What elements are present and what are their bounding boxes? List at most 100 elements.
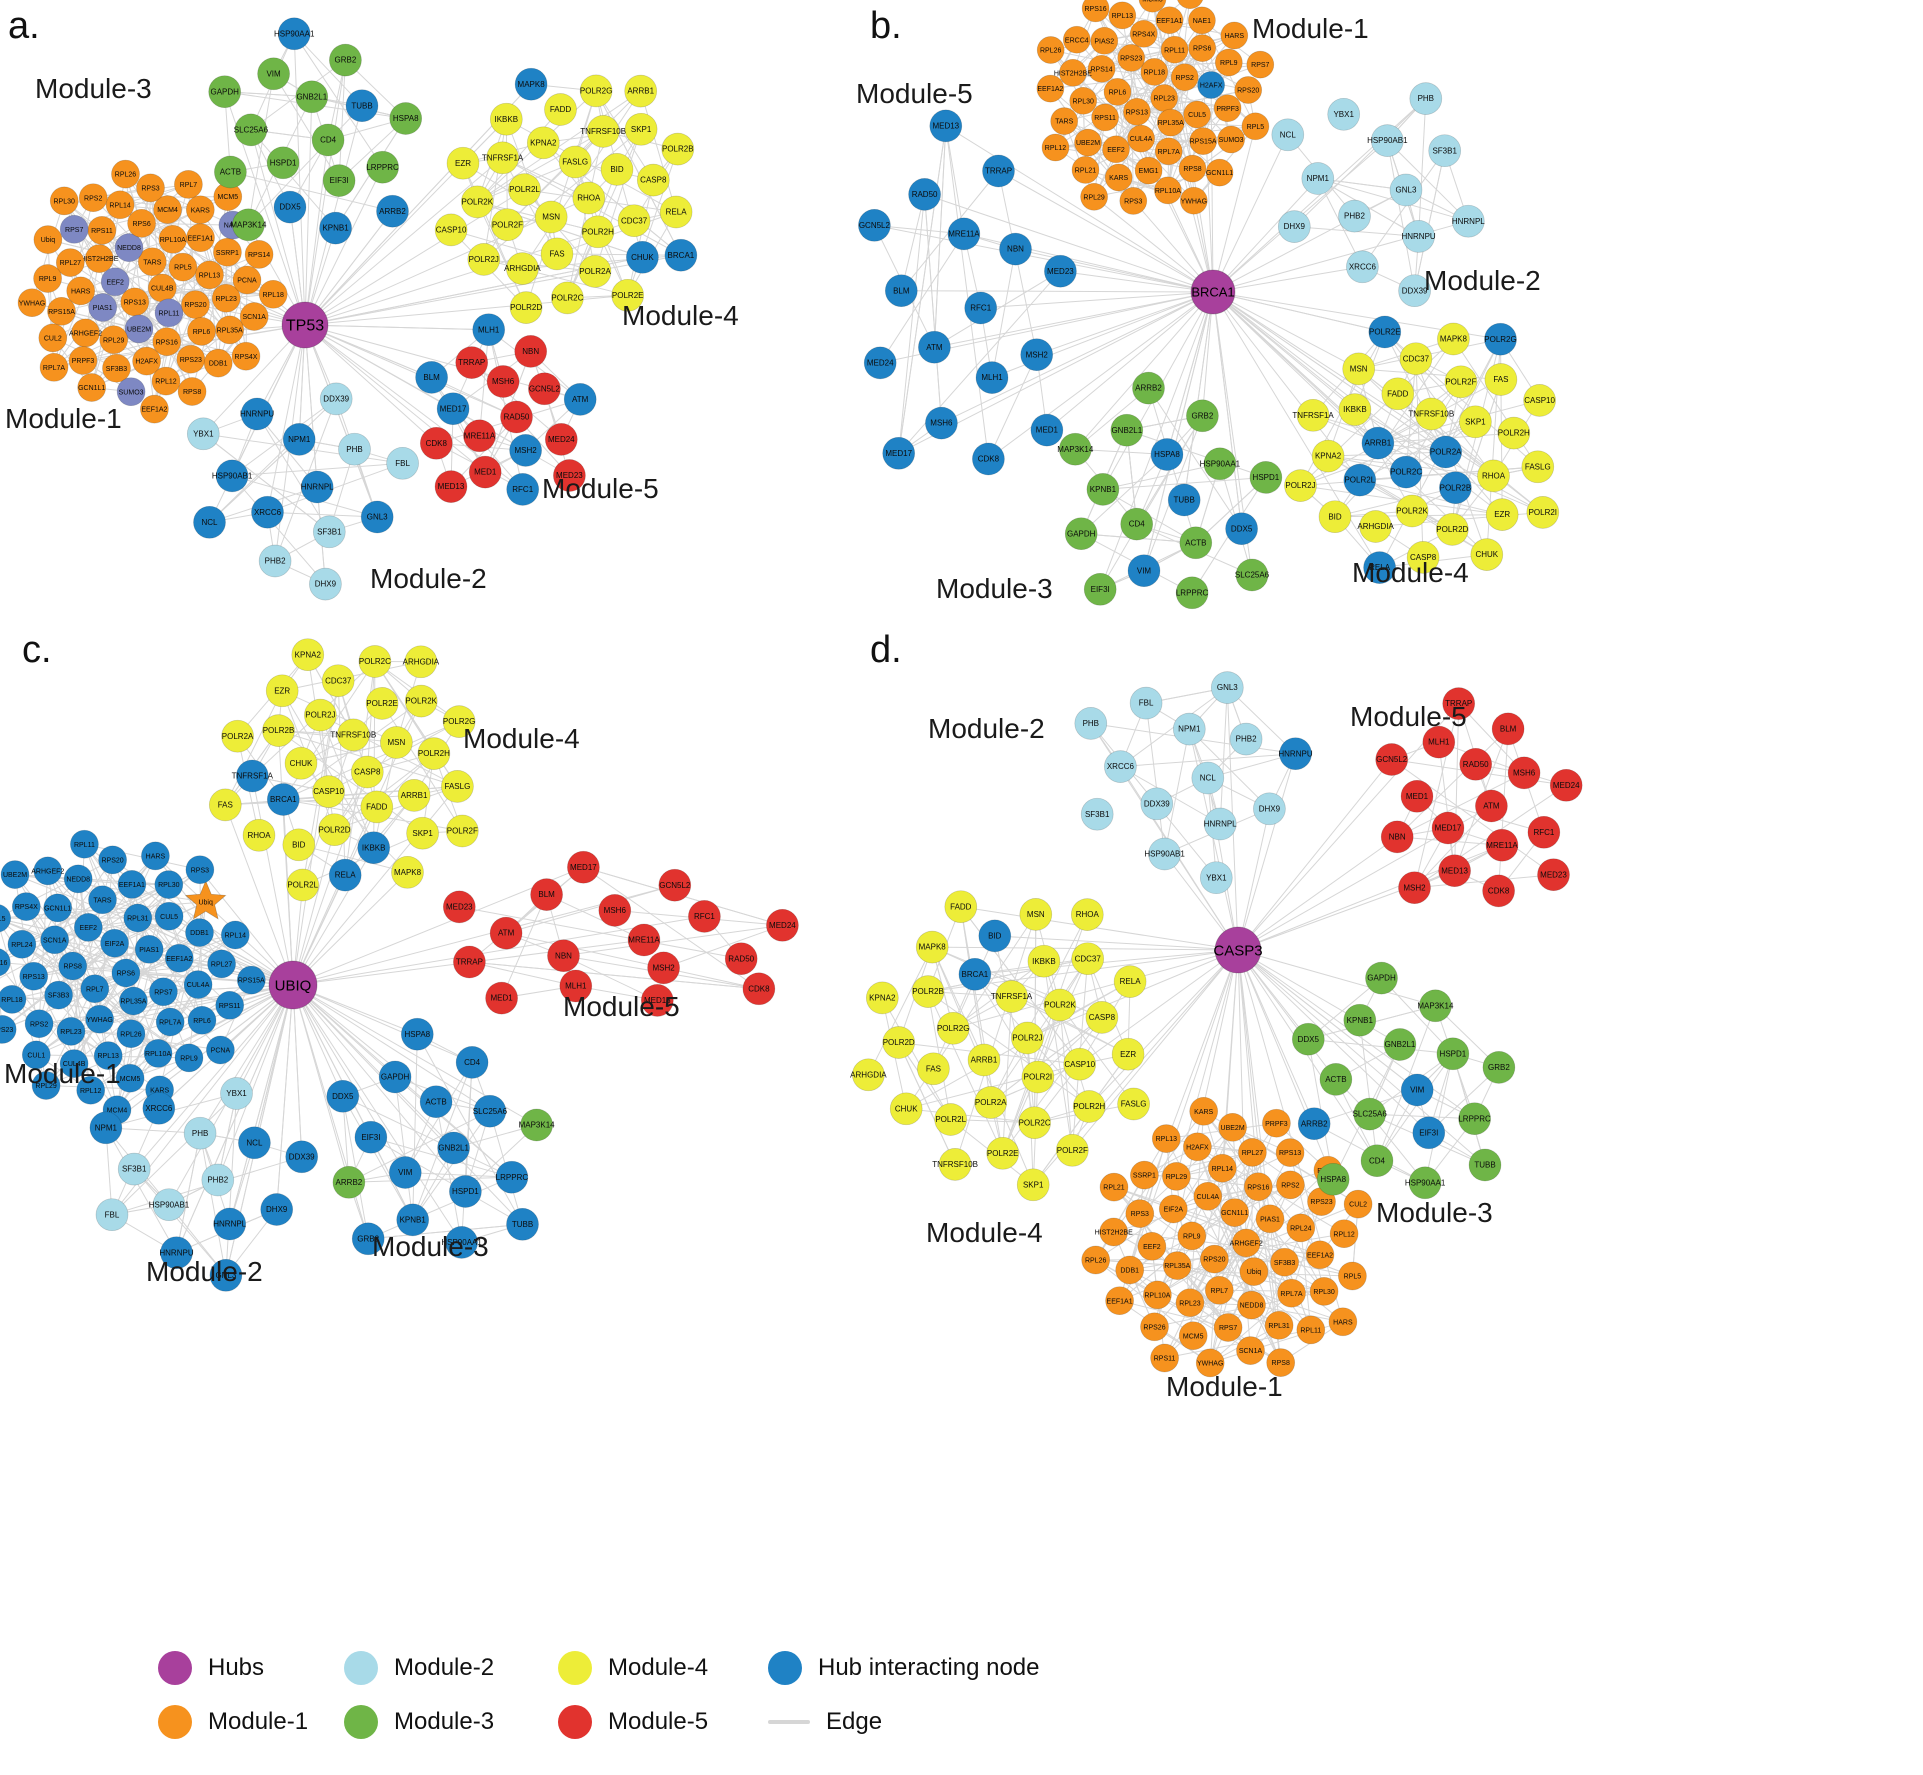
node-RPS7[interactable] bbox=[149, 977, 178, 1007]
node-SSRP1[interactable] bbox=[1130, 1160, 1159, 1190]
node-POLR2C[interactable] bbox=[1389, 455, 1423, 489]
node-RPS3[interactable] bbox=[1125, 1199, 1155, 1228]
node-FADD[interactable] bbox=[360, 790, 394, 824]
node-XRCC6[interactable] bbox=[251, 495, 284, 529]
node-CD4[interactable] bbox=[311, 123, 345, 157]
node-YBX1[interactable] bbox=[1327, 97, 1361, 131]
node-RPS6[interactable] bbox=[127, 208, 156, 238]
node-SUMO3[interactable] bbox=[1217, 125, 1245, 154]
node-CASP8[interactable] bbox=[1406, 541, 1440, 574]
node-EEF2[interactable] bbox=[73, 913, 103, 942]
node-NBN[interactable] bbox=[1380, 820, 1414, 854]
node-POLR2E[interactable] bbox=[986, 1136, 1020, 1170]
node-TUBB[interactable] bbox=[345, 89, 379, 123]
node-CD4[interactable] bbox=[1360, 1144, 1394, 1178]
hub-node-tp53[interactable] bbox=[281, 301, 329, 349]
node-POLR2L[interactable] bbox=[286, 868, 320, 902]
node-RAD50[interactable] bbox=[724, 942, 758, 976]
node-NBN[interactable] bbox=[514, 335, 548, 368]
node-star-Ubiq[interactable] bbox=[184, 879, 227, 920]
node-FBL[interactable] bbox=[386, 446, 419, 480]
node-MRE11A[interactable] bbox=[463, 419, 496, 453]
node-POLR2A[interactable] bbox=[974, 1086, 1008, 1119]
node-RPS16[interactable] bbox=[152, 327, 182, 357]
node-RPS20[interactable] bbox=[98, 845, 127, 875]
node-TRRAP[interactable] bbox=[982, 154, 1015, 188]
node-DDX5[interactable] bbox=[1291, 1022, 1325, 1056]
node-MSH2[interactable] bbox=[647, 951, 680, 985]
node-ARHGDIA[interactable] bbox=[852, 1058, 885, 1092]
node-RFC1[interactable] bbox=[1527, 815, 1561, 849]
node-UBE2M[interactable] bbox=[0, 860, 30, 889]
node-CDK8[interactable] bbox=[742, 972, 776, 1006]
node-MSN[interactable] bbox=[1342, 352, 1376, 386]
node-KARS[interactable] bbox=[1104, 163, 1133, 192]
node-ACTB[interactable] bbox=[419, 1085, 453, 1119]
node-GNL3[interactable] bbox=[1389, 173, 1423, 207]
node-EEF2[interactable] bbox=[1137, 1231, 1167, 1261]
node-RPL21[interactable] bbox=[1071, 156, 1100, 184]
node-RPL21[interactable] bbox=[1099, 1172, 1129, 1202]
node-HSP90AB1[interactable] bbox=[152, 1188, 186, 1222]
node-POLR2G[interactable] bbox=[936, 1011, 970, 1045]
node-RPL14[interactable] bbox=[220, 920, 250, 950]
node-FAS[interactable] bbox=[208, 788, 242, 822]
node-RPS7[interactable] bbox=[1213, 1313, 1243, 1342]
node-HNRNPL[interactable] bbox=[213, 1207, 247, 1241]
node-POLR2J[interactable] bbox=[467, 243, 501, 276]
node-ATM[interactable] bbox=[489, 916, 523, 950]
node-EIF2A[interactable] bbox=[1158, 1194, 1188, 1224]
node-PRPF3[interactable] bbox=[1213, 94, 1242, 123]
node-RPL12[interactable] bbox=[1041, 133, 1070, 162]
node-Ubiq[interactable] bbox=[1239, 1257, 1269, 1286]
node-MLH1[interactable] bbox=[472, 313, 506, 347]
node-NCL[interactable] bbox=[1271, 118, 1305, 152]
node-FASLG[interactable] bbox=[441, 770, 474, 803]
node-RELA[interactable] bbox=[1363, 551, 1396, 584]
node-RPL7A[interactable] bbox=[1154, 137, 1183, 166]
node-HSPA8[interactable] bbox=[389, 102, 423, 135]
node-RPL29[interactable] bbox=[99, 325, 129, 355]
node-RPL12[interactable] bbox=[1329, 1219, 1359, 1249]
node-MSN[interactable] bbox=[534, 200, 568, 234]
node-HSPD1[interactable] bbox=[449, 1175, 482, 1208]
node-FADD[interactable] bbox=[544, 93, 577, 126]
node-RPL14[interactable] bbox=[105, 190, 135, 220]
node-UBE2M[interactable] bbox=[1218, 1112, 1247, 1142]
node-NPM1[interactable] bbox=[89, 1111, 123, 1145]
node-VIM[interactable] bbox=[388, 1156, 422, 1189]
node-POLR2B[interactable] bbox=[262, 714, 295, 747]
node-HSPA8[interactable] bbox=[1316, 1162, 1350, 1196]
node-POLR2L[interactable] bbox=[1343, 463, 1377, 497]
node-RPS7[interactable] bbox=[1246, 50, 1275, 79]
node-RPL6[interactable] bbox=[187, 1005, 217, 1035]
node-CASP10[interactable] bbox=[1063, 1047, 1097, 1081]
node-KARS[interactable] bbox=[185, 195, 215, 225]
node-RPL23[interactable] bbox=[56, 1017, 86, 1046]
node-SF3B1[interactable] bbox=[117, 1152, 151, 1186]
node-CDK8[interactable] bbox=[972, 442, 1005, 476]
node-MAP3K14[interactable] bbox=[520, 1108, 553, 1142]
node-POLR2A[interactable] bbox=[578, 255, 612, 288]
node-POLR2I[interactable] bbox=[1021, 1060, 1055, 1094]
node-TNFRSF1A[interactable] bbox=[235, 759, 269, 793]
node-EEF1A2[interactable] bbox=[1305, 1240, 1335, 1270]
node-GAPDH[interactable] bbox=[1064, 517, 1098, 551]
node-SUMO3[interactable] bbox=[116, 377, 146, 407]
node-RPL24[interactable] bbox=[1286, 1213, 1316, 1243]
node-RPS20[interactable] bbox=[1200, 1244, 1229, 1274]
node-MSH6[interactable] bbox=[598, 894, 632, 927]
node-NPM1[interactable] bbox=[1172, 712, 1206, 746]
node-POLR2H[interactable] bbox=[1072, 1090, 1106, 1123]
node-RPL31[interactable] bbox=[1264, 1310, 1294, 1340]
node-LRPPRC[interactable] bbox=[1458, 1102, 1491, 1136]
node-NCL[interactable] bbox=[238, 1126, 271, 1160]
node-RPS26[interactable] bbox=[1140, 1312, 1169, 1342]
node-GAPDH[interactable] bbox=[1365, 961, 1398, 995]
node-GRB2[interactable] bbox=[351, 1222, 385, 1256]
node-TUBB[interactable] bbox=[1468, 1148, 1502, 1182]
node-ARHGEF2[interactable] bbox=[33, 856, 63, 886]
node-GNB2L1[interactable] bbox=[1110, 413, 1144, 447]
node-RPL27[interactable] bbox=[55, 248, 85, 277]
node-RPL7[interactable] bbox=[80, 974, 110, 1004]
